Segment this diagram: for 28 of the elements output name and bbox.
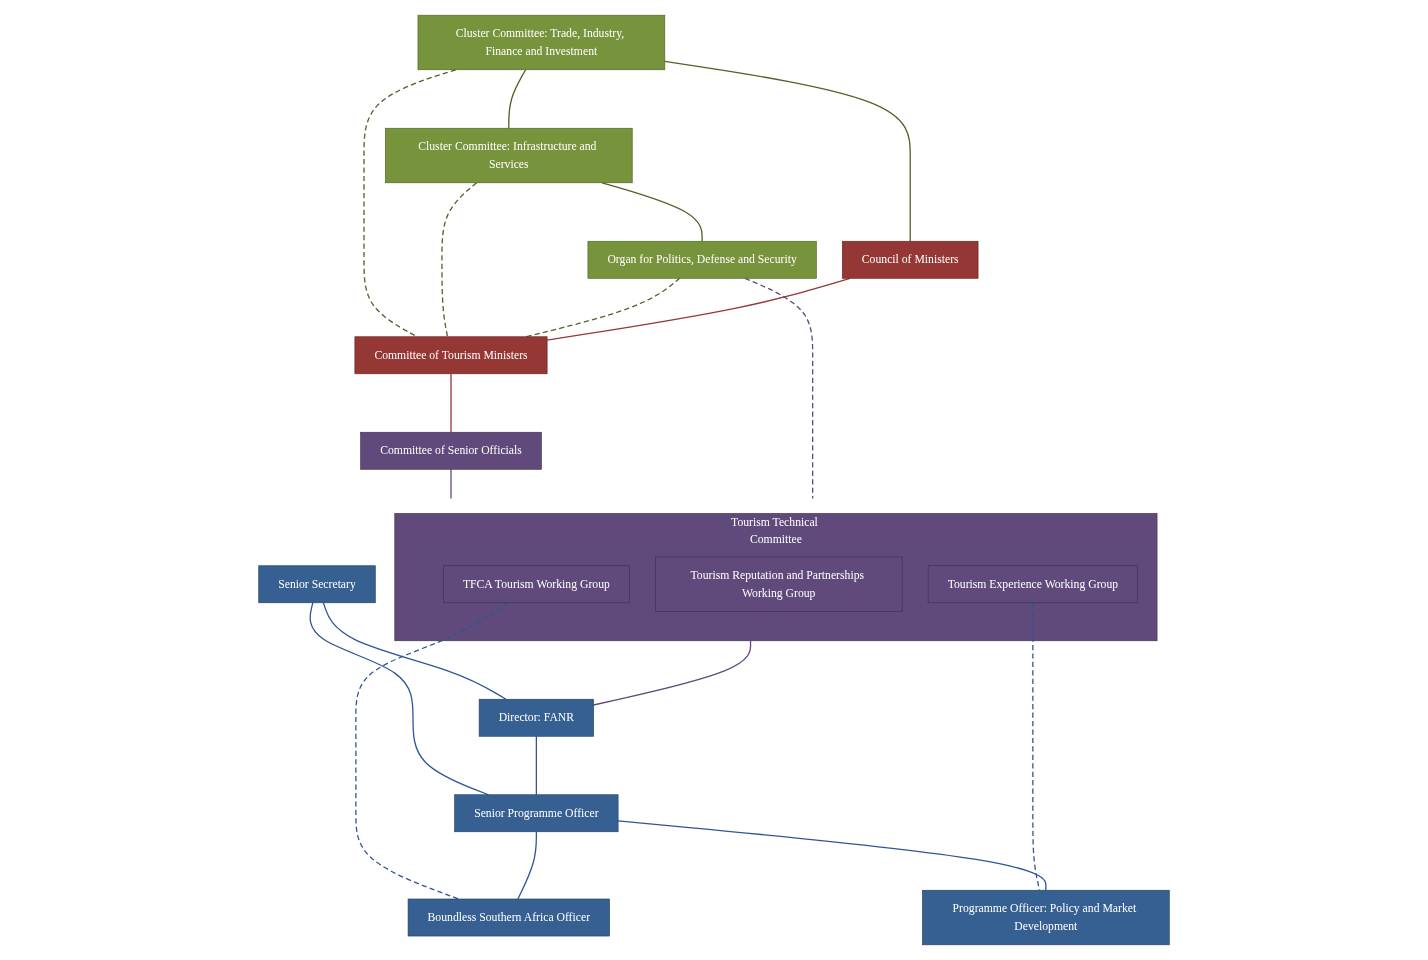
connector [450, 373, 452, 433]
connector [363, 69, 457, 338]
connector [601, 182, 703, 242]
node-box: Director: FANR [478, 698, 594, 737]
connector [664, 60, 911, 242]
connector [508, 69, 527, 129]
node-box: Tourism Reputation and Partnerships Working Group [654, 556, 903, 612]
node-box: Committee of Tourism Ministers [354, 336, 548, 375]
node-box: Tourism Experience Working Group [927, 565, 1138, 604]
node-box: Organ for Politics, Defense and Security [587, 240, 817, 279]
connector [744, 277, 814, 500]
node-box: Council of Ministers [842, 240, 979, 279]
node-box: Cluster Committee: Trade, Industry, Finance and Investment [417, 14, 666, 71]
node-box: Boundless Southern Africa Officer [407, 898, 610, 937]
connector [517, 831, 537, 900]
connector [592, 640, 752, 706]
node-box: Committee of Senior Officials [360, 431, 542, 470]
connector [450, 468, 452, 500]
connector [322, 602, 507, 700]
node-box: Senior Secretary [258, 565, 376, 604]
node-box: TFCA Tourism Working Group [443, 565, 630, 604]
connector [441, 182, 478, 338]
node-box: Senior Programme Officer [454, 794, 619, 833]
connector [355, 602, 510, 900]
node-box: Programme Officer: Policy and Market Development [922, 889, 1170, 946]
connector [617, 820, 1047, 891]
node-box: Cluster Committee: Infrastructure and Services [385, 127, 633, 184]
connector [535, 735, 537, 796]
